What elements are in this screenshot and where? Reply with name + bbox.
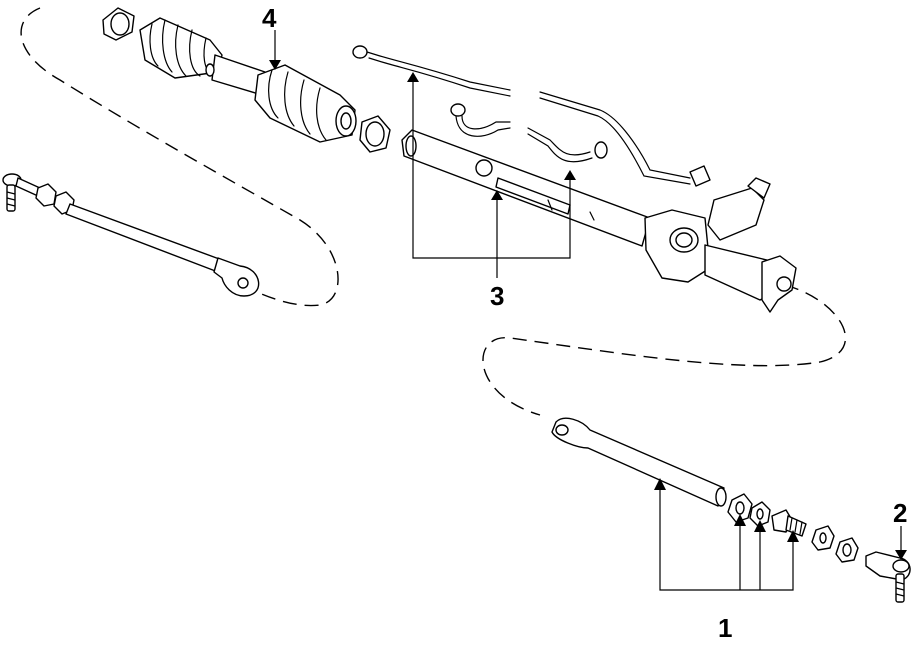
- boot-clamp-inner: [359, 115, 391, 153]
- callout-3: 3: [407, 72, 576, 311]
- callout-number-1: 1: [718, 613, 732, 643]
- rack-boot: [254, 64, 357, 143]
- callout-4: 4: [262, 3, 281, 70]
- callout-number-3: 3: [490, 281, 504, 311]
- boot-clamp-outer: [102, 7, 135, 41]
- callout-number-4: 4: [262, 3, 277, 33]
- jam-nut: [727, 493, 753, 523]
- callout-1: 1: [654, 478, 799, 643]
- lock-nut: [749, 501, 771, 527]
- tie-rod-group-outline: [482, 284, 847, 416]
- hydraulic-line-short: [450, 103, 608, 163]
- outer-tie-rod-end: [865, 551, 911, 603]
- adjuster-sleeve: [771, 509, 807, 537]
- boot-group-outline: [20, 7, 339, 307]
- steering-rack-housing: [401, 129, 797, 313]
- callout-2: 2: [893, 498, 907, 560]
- inner-tie-rod-left: [65, 203, 260, 297]
- inner-tie-rod: [551, 417, 727, 507]
- callout-number-2: 2: [893, 498, 907, 528]
- hydraulic-line-long: [352, 45, 711, 187]
- outer-jam-nut: [811, 525, 859, 563]
- tie-rod-end-left: [2, 173, 41, 212]
